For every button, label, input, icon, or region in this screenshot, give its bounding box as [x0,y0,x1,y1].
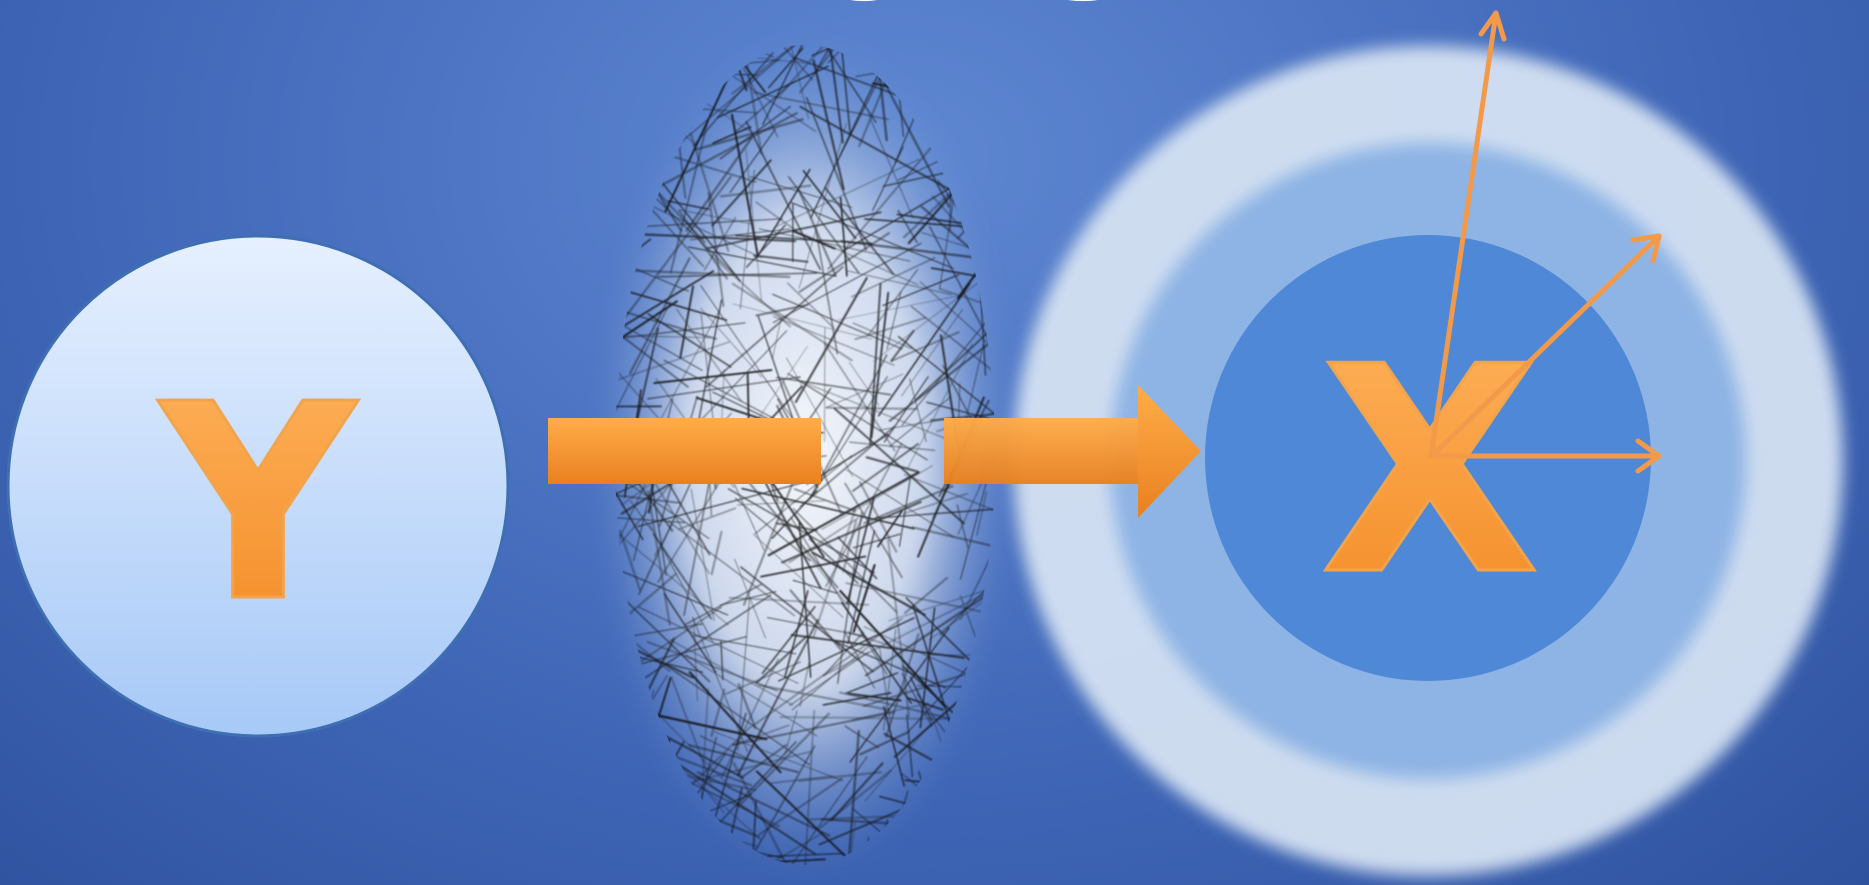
orange-bar-left [548,418,821,484]
scribble-stroke [961,74,1027,153]
scribble-stroke [966,726,1009,841]
scribble-stroke [636,57,698,63]
scribble-stroke [973,36,990,175]
scribble-stroke [924,790,959,879]
scribble-stroke [972,0,998,176]
scribble-stroke [941,116,994,140]
scribble-stroke [976,91,993,167]
scribble-stroke [944,829,1040,852]
scribble-stroke [934,776,1013,831]
scribble-stroke [572,743,663,885]
orange-bar-right [944,418,1138,484]
x-label: X [1320,306,1540,638]
scribble-stroke [975,843,1010,863]
scribble-stroke [611,748,634,780]
scribble-stroke [944,741,1041,816]
scribble-stroke [959,59,977,133]
y-label: Y [156,346,359,661]
y-circle: Y [8,236,508,736]
scribble-stroke [918,42,963,63]
scribble-stroke [963,752,1027,769]
scribble-stroke [979,88,1004,155]
scribble-stroke [649,802,656,876]
scribble-stroke [903,56,1012,91]
scribble-stroke [908,810,994,885]
scribble-stroke [940,0,969,120]
scribble-stroke [607,75,679,91]
scribble-stroke [588,804,647,827]
scribble-stroke [640,0,655,145]
scribble-stroke [599,6,647,112]
scribble-stroke [958,111,1005,170]
